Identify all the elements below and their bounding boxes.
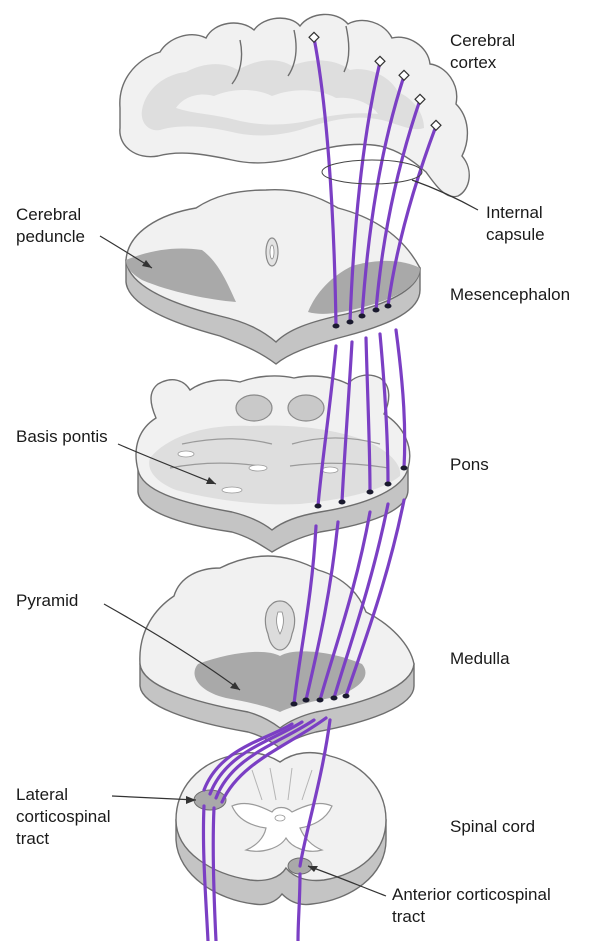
mesencephalon-section <box>126 190 420 364</box>
medulla-section <box>140 556 414 748</box>
label-medulla: Medulla <box>450 649 510 668</box>
label-cerebral-peduncle-line1: Cerebral <box>16 205 81 224</box>
label-lateral-corticospinal-line2: corticospinal <box>16 807 111 826</box>
label-mesencephalon: Mesencephalon <box>450 285 570 304</box>
label-internal-capsule-line2: capsule <box>486 225 545 244</box>
spinal-cord-section <box>176 753 386 905</box>
label-pyramid: Pyramid <box>16 591 78 610</box>
label-internal-capsule-line1: Internal <box>486 203 543 222</box>
label-lateral-corticospinal-line1: Lateral <box>16 785 68 804</box>
label-anterior-corticospinal-line2: tract <box>392 907 425 926</box>
label-cerebral-peduncle-line2: peduncle <box>16 227 85 246</box>
label-basis-pontis: Basis pontis <box>16 427 108 446</box>
label-cerebral-cortex-line2: cortex <box>450 53 497 72</box>
label-anterior-corticospinal-line1: Anterior corticospinal <box>392 885 551 904</box>
label-pons: Pons <box>450 455 489 474</box>
label-spinal-cord: Spinal cord <box>450 817 535 836</box>
fiber-23 <box>298 874 300 941</box>
internal-capsule-outline <box>322 160 422 184</box>
label-cerebral-cortex-line1: Cerebral <box>450 31 515 50</box>
label-lateral-corticospinal-line3: tract <box>16 829 49 848</box>
